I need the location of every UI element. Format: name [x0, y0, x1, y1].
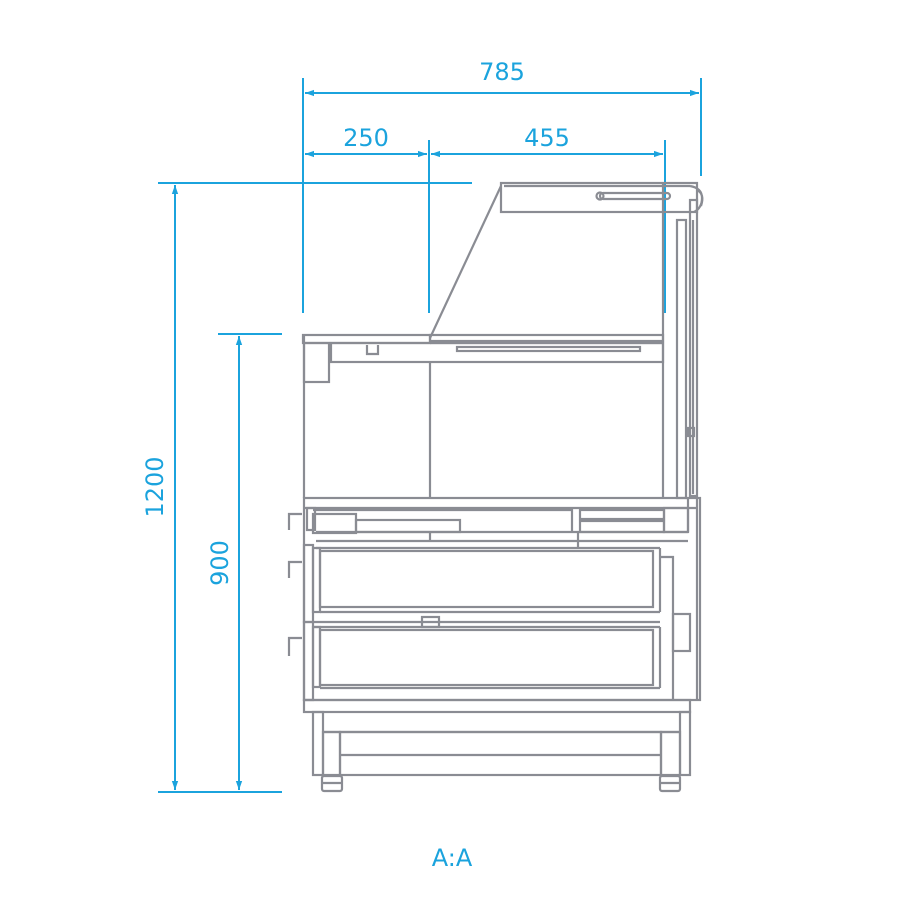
display-upper [301, 181, 704, 500]
dim-785-label: 785 [479, 58, 525, 86]
hooks [287, 512, 302, 656]
dim-455-label: 455 [524, 124, 570, 152]
display-lower [302, 496, 702, 702]
base-frame [302, 698, 692, 793]
section-title: A:A [432, 844, 473, 872]
dimension-lines [158, 78, 702, 793]
dim-250-label: 250 [343, 124, 389, 152]
dim-900-label: 900 [206, 540, 234, 586]
dim-1200-label: 1200 [141, 456, 169, 517]
